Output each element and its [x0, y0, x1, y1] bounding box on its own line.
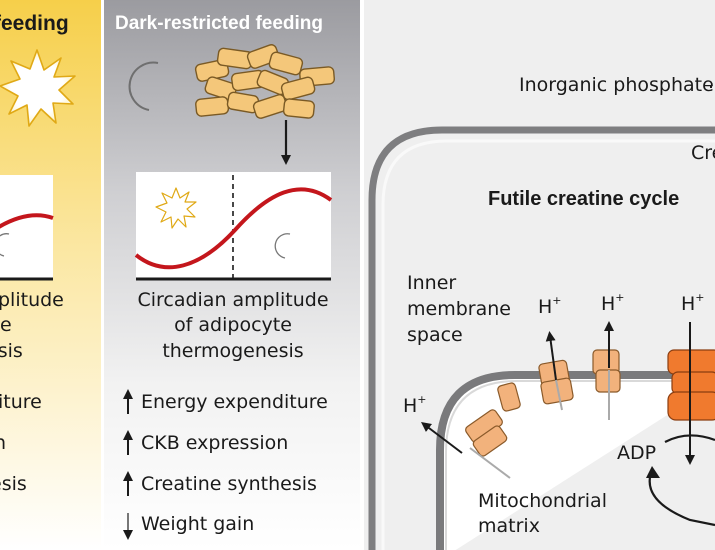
inorganic-phosphate-label: Inorganic phosphate: [519, 74, 714, 96]
left-amplitude-line-1: plitude: [0, 289, 64, 311]
left-panel-title: feeding: [0, 12, 69, 35]
proton-label-1: H+: [403, 393, 427, 417]
inner-membrane-line-2: membrane: [407, 298, 511, 320]
left-amplitude-line-2: e: [0, 314, 12, 336]
transporter-protein-1: [465, 409, 508, 457]
proton-label-4: H+: [681, 291, 705, 315]
food-pellets-icon: [194, 44, 336, 119]
amplitude-line-1: Circadian amplitude: [137, 289, 329, 311]
futile-cycle-title: Futile creatine cycle: [488, 188, 680, 210]
proton-arrow-2: [545, 331, 557, 381]
proton-label-3: H+: [601, 291, 625, 315]
left-chart-box: [0, 175, 53, 279]
chart-sun-icon: [155, 187, 197, 229]
left-amplitude-line-3: esis: [0, 340, 23, 362]
adp-label: ADP: [617, 442, 657, 464]
chart-moon-icon: [274, 233, 291, 259]
middle-red-curve: [134, 187, 333, 270]
left-effect-3: esis: [0, 473, 27, 495]
creatine-label: Cre: [691, 142, 715, 164]
left-moon-icon: [0, 233, 10, 257]
atp-synthase-protein: [667, 349, 715, 421]
effect-energy-expenditure: Energy expenditure: [141, 391, 328, 413]
moon-icon: [128, 61, 159, 111]
proton-label-2: H+: [538, 294, 562, 318]
amplitude-line-2: of adipocyte: [174, 314, 292, 336]
transporter-protein-4: [592, 349, 621, 393]
cell-membrane: [368, 126, 715, 550]
left-red-curve: [0, 213, 54, 229]
adp-cycle-arrow-top: [664, 434, 715, 443]
effect-weight-gain: Weight gain: [141, 513, 255, 535]
matrix-line-2: matrix: [478, 515, 540, 537]
matrix-line-1: Mitochondrial: [478, 490, 607, 512]
middle-panel-title: Dark-restricted feeding: [115, 13, 324, 34]
inner-membrane-line-1: Inner: [407, 272, 457, 294]
inner-membrane-line-3: space: [407, 324, 463, 346]
mitochondrion: [436, 371, 715, 550]
transporter-protein-2: [497, 382, 521, 412]
effect-creatine-synthesis: Creatine synthesis: [141, 473, 317, 495]
transporter-protein-3: [538, 359, 574, 405]
effect-ckb-expression: CKB expression: [141, 432, 289, 454]
left-effect-1: iture: [0, 391, 42, 413]
sun-icon: [0, 49, 76, 127]
amplitude-line-3: thermogenesis: [162, 340, 304, 362]
left-effect-2: n: [0, 432, 7, 454]
proton-arrow-1: [421, 421, 463, 454]
